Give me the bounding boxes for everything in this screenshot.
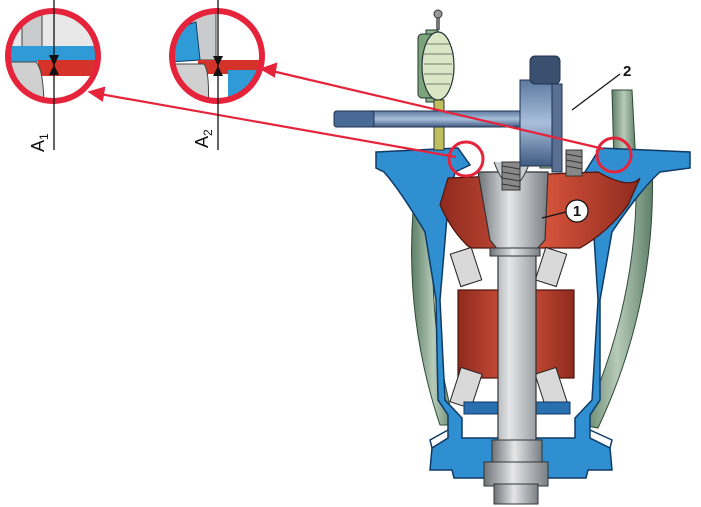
bearings [449,246,571,415]
dial-indicator-tool [333,9,563,173]
knuckle-housing [375,147,691,479]
detail-arrows [87,62,605,159]
detail-circle-left [447,140,485,178]
hub-studs [501,149,583,191]
detail-circle-right [595,136,633,174]
detail-view-a2 [169,0,265,150]
svg-text:A: A [192,136,212,148]
callout-part-1: 1 [541,199,589,223]
svg-text:1: 1 [573,203,581,220]
svg-text:2: 2 [623,63,631,80]
label-a1: A 1 [28,133,51,152]
svg-text:A: A [28,140,48,152]
svg-text:1: 1 [37,133,51,140]
detail-view-a1 [5,0,101,150]
callout-part-2: 2 [571,63,631,111]
svg-text:2: 2 [201,129,215,136]
label-a2: A 2 [192,129,215,148]
